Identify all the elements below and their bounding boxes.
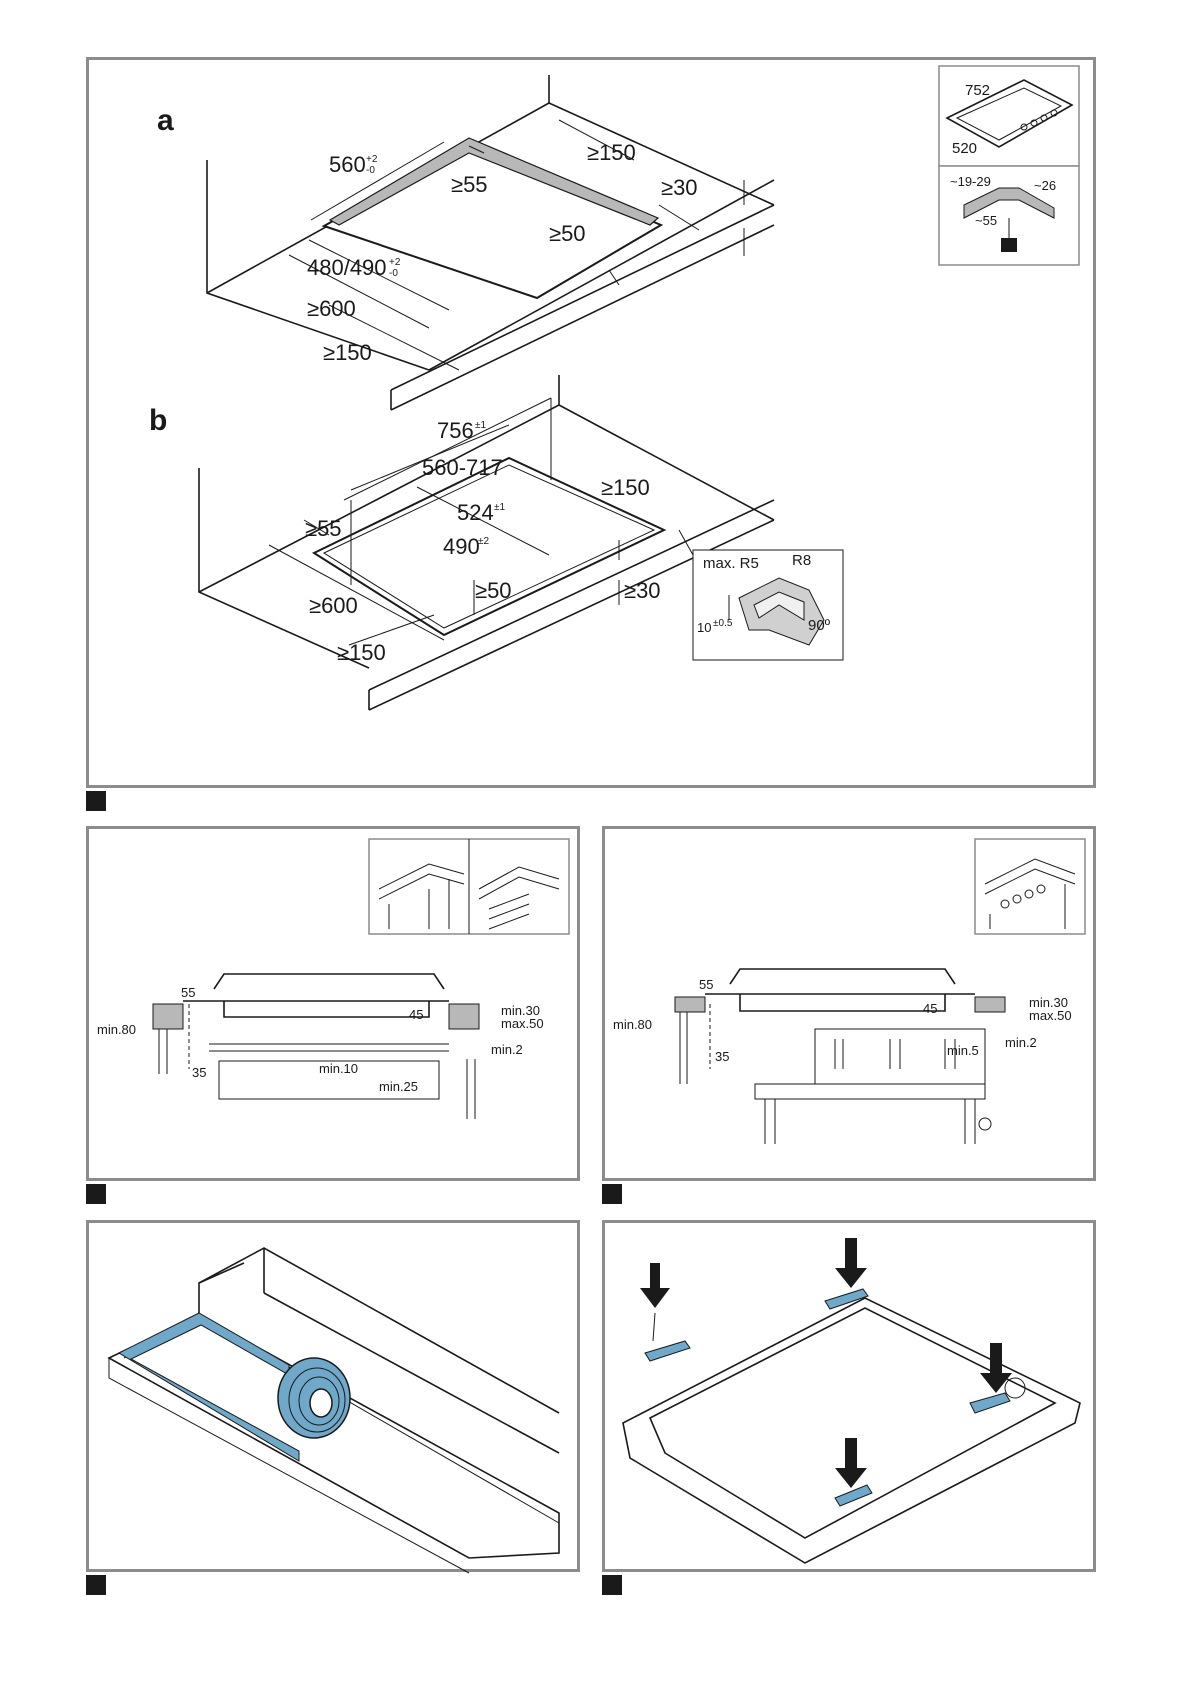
inset-oven-view [975, 839, 1085, 934]
inset-hob-top-view: 752 520 [939, 66, 1079, 166]
installation-diagram: a 560 +2 -0 ≥55 ≥150 ≥30 ≥50 480/490 +2 … [89, 60, 1099, 791]
bracket-mounting-illustration [605, 1223, 1099, 1575]
figure-marker-5 [602, 1575, 622, 1595]
dim-top-depth: 520 [952, 140, 977, 157]
dim-b-inner-w: 524 [457, 500, 494, 525]
dim-a-front: ≥150 [323, 340, 372, 365]
dim-a-worktop: ≥600 [307, 296, 356, 321]
dim-2-min10: min.10 [319, 1061, 358, 1076]
dim-2-45: 45 [409, 1007, 423, 1022]
dim-corner-angle: 90º [808, 617, 831, 634]
dim-b-left-gap: ≥55 [305, 516, 342, 541]
dim-b-inner-d-tol: ±2 [478, 536, 489, 547]
panel-installation-dimensions: a 560 +2 -0 ≥55 ≥150 ≥30 ≥50 480/490 +2 … [86, 57, 1096, 788]
figure-marker-3 [602, 1184, 622, 1204]
hob-underside-5 [623, 1298, 1080, 1563]
dim-2-min2: min.2 [491, 1042, 523, 1057]
dim-a-side: ≥30 [661, 175, 698, 200]
dim-a-top-gap: ≥55 [451, 172, 488, 197]
dim-corner-r5: max. R5 [703, 555, 759, 572]
dim-3-35: 35 [715, 1049, 729, 1064]
oven-section-diagram: 55 45 min.30 max.50 min.80 min.5 min.2 3… [605, 829, 1099, 1184]
dim-a-width-tol2: -0 [366, 165, 375, 176]
dim-3-min80: min.80 [613, 1017, 652, 1032]
figure-marker-2 [86, 1184, 106, 1204]
dim-a-depth-tol: +2 [389, 257, 401, 268]
dim-2-min25: min.25 [379, 1079, 418, 1094]
dim-b-width: 756 [437, 418, 474, 443]
dim-2-55: 55 [181, 985, 195, 1000]
gas-connector [1005, 1378, 1025, 1398]
dim-3-45: 45 [923, 1001, 937, 1016]
dim-edge-right: ~26 [1034, 178, 1056, 193]
dim-a-depth: 480/490 [307, 255, 387, 280]
hob-section-outline [153, 974, 479, 1119]
seal-strip [119, 1313, 299, 1461]
dim-a-front-gap: ≥50 [549, 221, 586, 246]
panel-cabinet-section: 55 45 min.30 max.50 min.80 min.2 35 min.… [86, 826, 580, 1181]
dim-edge-bottom: ~55 [975, 213, 997, 228]
dim-a-depth-tol2: -0 [389, 268, 398, 279]
dim-b-inner-d: 490 [443, 534, 480, 559]
dim-a-width-tol: +2 [366, 154, 378, 165]
bracket-arrows [640, 1238, 1012, 1488]
cabinet-section-diagram: 55 45 min.30 max.50 min.80 min.2 35 min.… [89, 829, 583, 1184]
dim-3-max50: max.50 [1029, 1008, 1072, 1023]
dim-b-inner-w-tol: ±1 [494, 502, 505, 513]
seal-tape-illustration [89, 1223, 583, 1575]
dim-edge-left: ~19-29 [950, 174, 991, 189]
figure-marker-1 [86, 791, 106, 811]
dim-b-back: ≥150 [601, 475, 650, 500]
dim-corner-r8: R8 [792, 552, 811, 569]
panel-brackets [602, 1220, 1096, 1572]
label-b: b [149, 404, 167, 437]
dim-a-back: ≥150 [587, 140, 636, 165]
inset-corner-detail: max. R5 R8 10 ±0.5 90º [679, 530, 843, 660]
inset-edge-detail: ~19-29 ~26 ~55 [939, 166, 1079, 265]
dim-b-front: ≥150 [337, 640, 386, 665]
inset-cabinet-views [369, 839, 569, 934]
dim-b-side: ≥30 [624, 578, 661, 603]
dim-b-worktop: ≥600 [309, 593, 358, 618]
panel-oven-section: 55 45 min.30 max.50 min.80 min.5 min.2 3… [602, 826, 1096, 1181]
panel-seal-tape [86, 1220, 580, 1572]
dim-2-max50: max.50 [501, 1016, 544, 1031]
dim-2-min80: min.80 [97, 1022, 136, 1037]
dim-b-width-tol: ±1 [475, 420, 486, 431]
dim-corner-h: 10 [697, 620, 711, 635]
tape-roll [278, 1358, 350, 1438]
dim-top-width: 752 [965, 82, 990, 99]
dim-2-35: 35 [192, 1065, 206, 1080]
dim-corner-h-tol: ±0.5 [713, 618, 733, 629]
dim-b-front-gap: ≥50 [475, 578, 512, 603]
figure-marker-4 [86, 1575, 106, 1595]
dim-3-min2: min.2 [1005, 1035, 1037, 1050]
dim-b-range: 560-717 [422, 455, 503, 480]
label-a: a [157, 104, 174, 137]
dim-a-width: 560 [329, 152, 366, 177]
dim-3-min5: min.5 [947, 1043, 979, 1058]
dim-3-55: 55 [699, 977, 713, 992]
